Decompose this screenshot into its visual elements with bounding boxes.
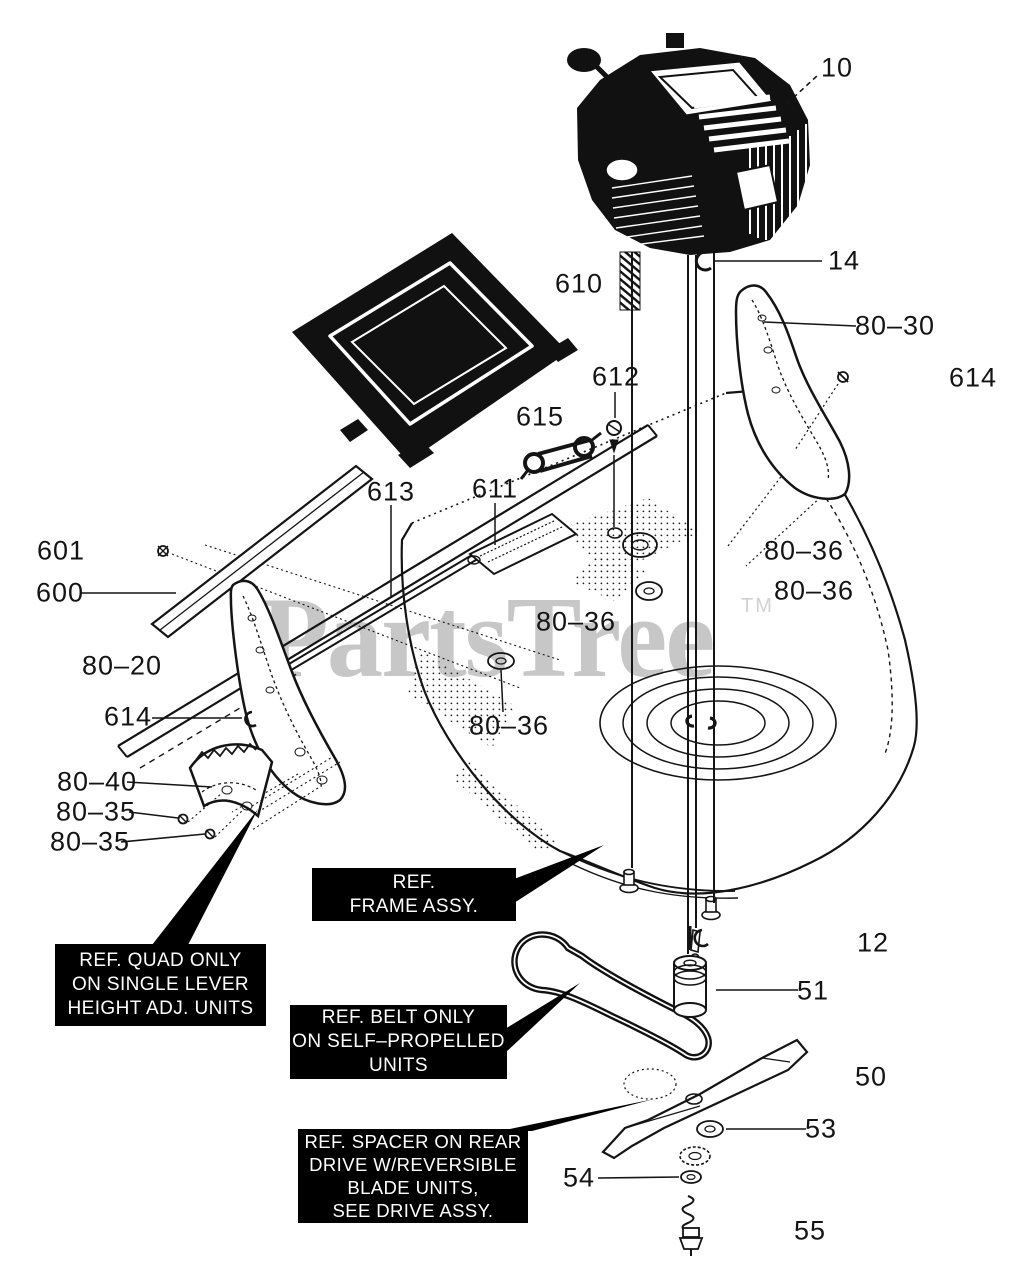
label-614-left: 614 xyxy=(103,701,153,732)
screw-612 xyxy=(606,392,623,539)
label-610: 610 xyxy=(554,268,604,299)
label-53: 53 xyxy=(804,1113,838,1144)
label-600: 600 xyxy=(35,577,85,608)
callout-frame-assy: REF. FRAME ASSY. xyxy=(312,868,516,921)
label-51: 51 xyxy=(796,975,830,1006)
label-80-35-b: 80–35 xyxy=(49,826,131,857)
callout-belt-only: REF. BELT ONLY ON SELF–PROPELLED UNITS xyxy=(290,1005,507,1079)
label-12: 12 xyxy=(856,927,890,958)
screws-80-35 xyxy=(120,755,341,843)
washer-cup xyxy=(679,1146,711,1166)
cover-part-610 xyxy=(292,233,578,468)
deck xyxy=(400,388,918,963)
spring-615 xyxy=(519,431,602,480)
label-50: 50 xyxy=(854,1061,888,1092)
label-80-36-mid: 80–36 xyxy=(535,606,617,637)
plate-600 xyxy=(80,464,374,639)
bolt-55 xyxy=(678,1195,704,1256)
quad-80-40 xyxy=(126,742,274,819)
washer-54 xyxy=(597,1170,702,1184)
watermark-tm: TM xyxy=(741,595,774,617)
pulley-51 xyxy=(673,955,798,1018)
label-80-36-r2: 80–36 xyxy=(773,575,855,606)
clip-614-left xyxy=(152,710,257,728)
label-80-20: 80–20 xyxy=(81,650,163,681)
label-80-30: 80–30 xyxy=(854,310,936,341)
label-613: 613 xyxy=(366,476,416,507)
screw-601 xyxy=(157,544,561,689)
label-80-35-a: 80–35 xyxy=(55,796,137,827)
belt xyxy=(511,931,712,1061)
label-80-36-r1: 80–36 xyxy=(763,535,845,566)
engine-part-10 xyxy=(567,33,819,311)
label-14: 14 xyxy=(827,245,861,276)
label-55: 55 xyxy=(793,1215,827,1246)
watermark-text: PartsTree xyxy=(260,574,715,702)
label-612: 612 xyxy=(591,361,641,392)
label-614-right: 614 xyxy=(948,362,998,393)
callout-quad-only: REF. QUAD ONLY ON SINGLE LEVER HEIGHT AD… xyxy=(55,944,266,1026)
frame-rails xyxy=(117,424,658,769)
key-12 xyxy=(688,926,709,950)
label-80-40: 80–40 xyxy=(56,766,138,797)
callout-spacer-note: REF. SPACER ON REAR DRIVE W/REVERSIBLE B… xyxy=(298,1129,528,1223)
label-615: 615 xyxy=(515,401,565,432)
label-54: 54 xyxy=(562,1162,596,1193)
engine-shaft-lines xyxy=(631,252,715,954)
washer-53 xyxy=(696,1120,806,1138)
bracket-right-80-30 xyxy=(734,284,857,501)
label-601: 601 xyxy=(36,535,86,566)
label-611: 611 xyxy=(471,473,519,504)
label-10: 10 xyxy=(820,52,854,83)
latch-611 xyxy=(467,503,578,576)
label-80-36-low: 80–36 xyxy=(468,710,550,741)
blade-50 xyxy=(601,1038,809,1160)
callout-arrows xyxy=(152,809,654,1131)
retaining-clip-14 xyxy=(694,250,822,272)
